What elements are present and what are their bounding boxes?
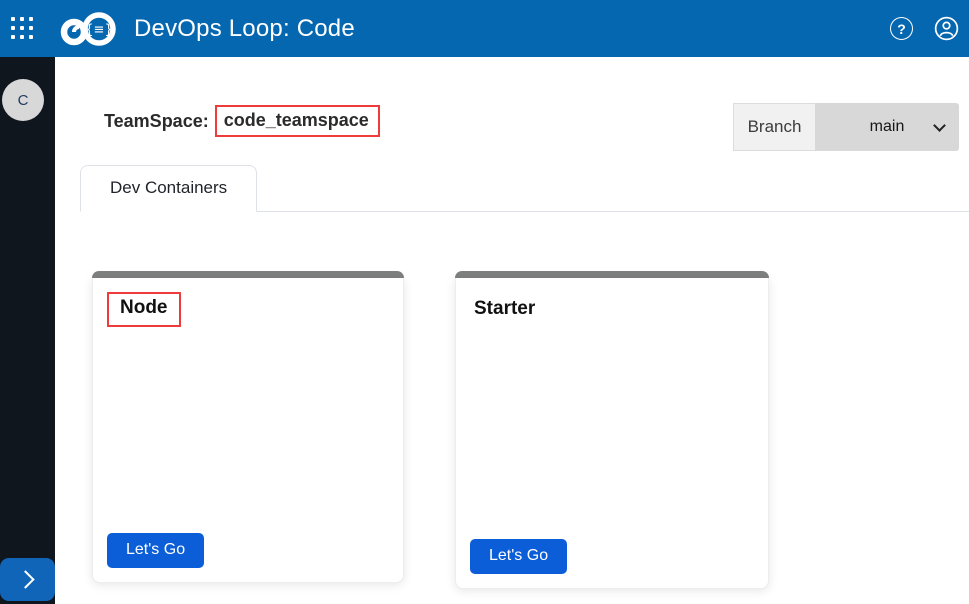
app-title: DevOps Loop: Code: [134, 14, 355, 42]
main-content: TeamSpace: code_teamspace Branch main De…: [55, 57, 969, 604]
lets-go-button-node[interactable]: Let's Go: [107, 533, 205, 568]
apps-grid-icon[interactable]: [11, 16, 35, 41]
avatar-letter: C: [17, 91, 29, 109]
help-icon-glyph: ?: [897, 20, 906, 37]
branch-label: Branch: [733, 103, 815, 151]
tab-dev-containers[interactable]: Dev Containers: [80, 165, 258, 212]
chevron-down-icon: [933, 119, 946, 132]
teamspace-value: code_teamspace: [214, 105, 380, 137]
branch-select[interactable]: main: [815, 103, 959, 151]
avatar[interactable]: C: [2, 79, 44, 121]
svg-text:{≡}: {≡}: [85, 22, 112, 37]
chevron-right-icon: [16, 570, 35, 589]
help-icon[interactable]: ?: [890, 17, 913, 40]
card-topbar: [455, 271, 769, 278]
branch-selected-value: main: [869, 118, 905, 135]
card-title-node: Node: [107, 292, 181, 327]
card-list: Node Let's Go Starter Let's Go: [92, 271, 769, 589]
card-starter: Starter Let's Go: [455, 271, 769, 589]
devops-logo-icon: {≡}: [60, 11, 116, 46]
teamspace-label: TeamSpace:: [104, 110, 209, 131]
card-body: Node Let's Go: [92, 278, 404, 583]
branch-control: Branch main: [733, 103, 959, 151]
app-header: {≡} DevOps Loop: Code ?: [0, 0, 969, 57]
card-body: Starter Let's Go: [455, 278, 769, 589]
sidebar: C: [0, 57, 55, 604]
teamspace-row: TeamSpace: code_teamspace: [104, 105, 380, 137]
card-topbar: [92, 271, 404, 278]
user-account-icon[interactable]: [934, 16, 959, 41]
lets-go-button-starter[interactable]: Let's Go: [470, 539, 568, 574]
card-title-starter: Starter: [474, 298, 536, 319]
sidebar-expand-button[interactable]: [0, 558, 55, 601]
card-node: Node Let's Go: [92, 271, 404, 583]
tab-bar: Dev Containers: [80, 165, 969, 212]
